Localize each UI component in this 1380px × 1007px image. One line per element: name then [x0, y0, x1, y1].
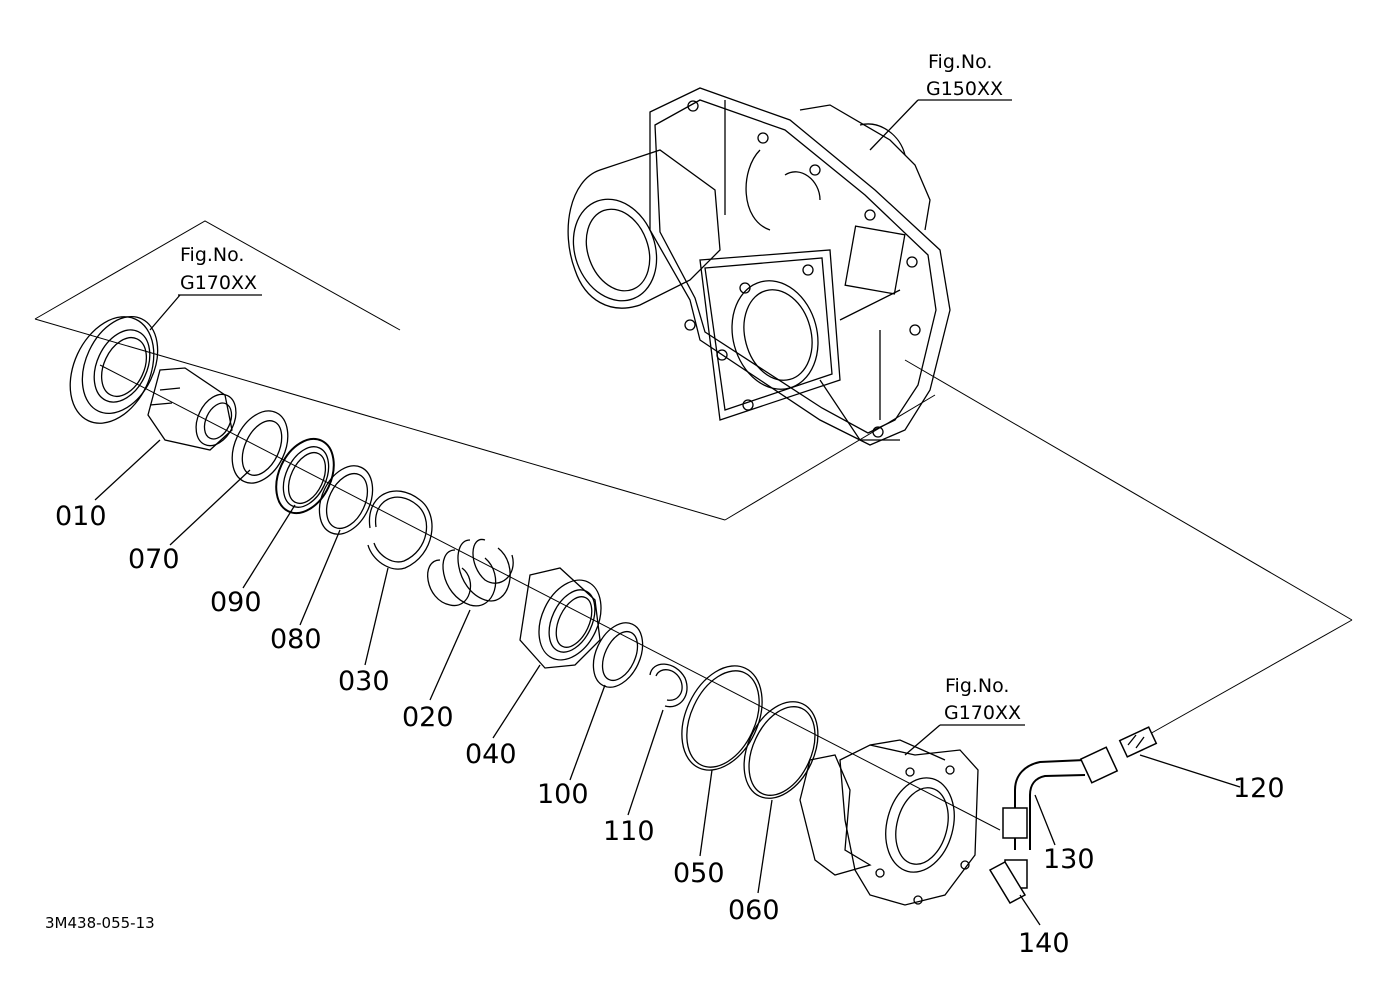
part-050-o-ring	[681, 665, 763, 771]
part-number: 040	[465, 739, 517, 770]
part-number: 130	[1043, 844, 1095, 875]
part-070-washer	[231, 410, 289, 484]
part-number: 090	[210, 587, 262, 618]
fig-ref-code: G170XX	[180, 272, 257, 294]
part-060-o-ring	[743, 701, 819, 799]
cover-flange	[799, 739, 979, 906]
part-number: 010	[55, 501, 107, 532]
part-number: 120	[1233, 773, 1285, 804]
part-number: 030	[338, 666, 390, 697]
part-020-spring	[427, 538, 514, 607]
fig-ref-g150xx: Fig.No. G150XX	[918, 51, 1012, 101]
leader-lines	[94, 99, 1241, 926]
part-090-bearing	[275, 437, 335, 515]
part-040-piston	[519, 567, 602, 669]
part-110-snap-ring	[649, 663, 688, 708]
part-number: 140	[1018, 928, 1070, 959]
fig-ref-g170xx-lower: Fig.No. G170XX	[940, 675, 1025, 726]
drawing-code: 3M438-055-13	[45, 914, 155, 932]
part-number: 110	[603, 816, 655, 847]
part-140-elbow	[988, 859, 1028, 904]
part-number: 100	[537, 779, 589, 810]
part-010-seal	[69, 315, 159, 424]
part-number: 080	[270, 624, 322, 655]
part-number: 070	[128, 544, 180, 575]
fig-ref-label: Fig.No.	[945, 675, 1009, 697]
part-120-fitting	[1118, 726, 1158, 758]
part-number-callouts: 010 070 090 080 030 020 040 100 110 050 …	[55, 501, 1285, 959]
transmission-housing	[567, 87, 951, 446]
fig-ref-label: Fig.No.	[928, 51, 992, 73]
part-number: 060	[728, 895, 780, 926]
coupling-hub	[147, 367, 237, 451]
part-number: 050	[673, 858, 725, 889]
part-130-pipe	[1002, 746, 1119, 850]
part-080-ring	[318, 465, 374, 535]
fig-ref-g170xx-upper: Fig.No. G170XX	[178, 244, 262, 296]
fig-ref-code: G170XX	[944, 702, 1021, 724]
fig-ref-label: Fig.No.	[180, 244, 244, 266]
axis-center-line	[99, 364, 1001, 831]
part-100-washer	[592, 622, 644, 688]
part-030-snap-ring	[367, 490, 433, 570]
part-number: 020	[402, 702, 454, 733]
assembly-frame-lines	[34, 220, 1353, 736]
fig-ref-code: G150XX	[926, 78, 1003, 100]
